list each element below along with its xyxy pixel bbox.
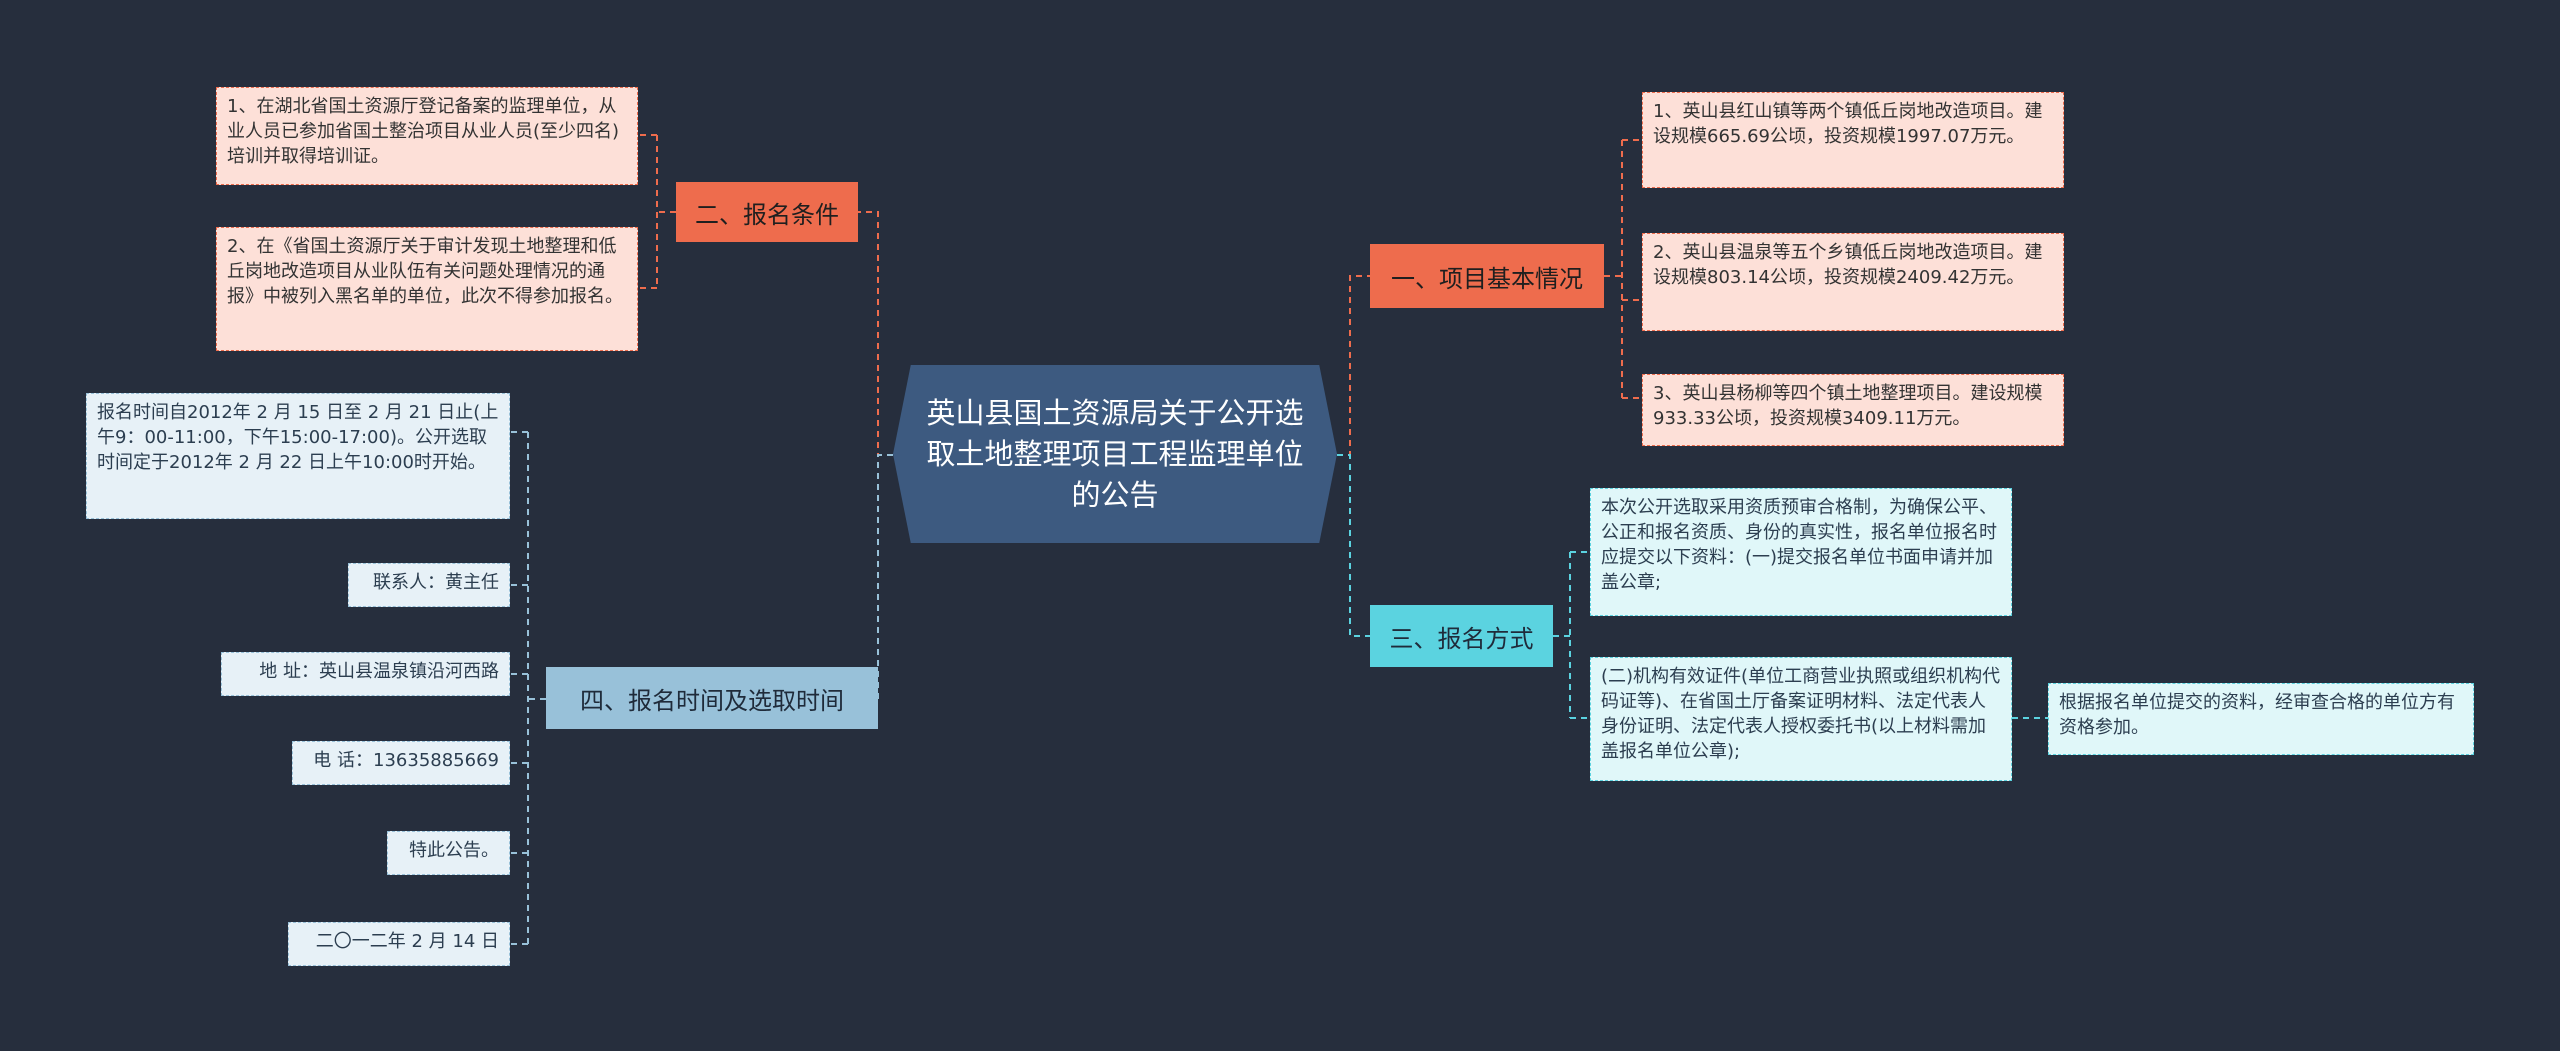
leaf-one-3[interactable]: 3、英山县杨柳等四个镇土地整理项目。建设规模933.33公顷，投资规模3409.…	[1642, 374, 2064, 446]
leaf-two-1[interactable]: 1、在湖北省国土资源厅登记备案的监理单位，从业人员已参加省国土整治项目从业人员(…	[216, 87, 638, 185]
leaf-four-3[interactable]: 地 址：英山县温泉镇沿河西路	[221, 652, 510, 696]
leaf-text: (二)机构有效证件(单位工商营业执照或组织机构代码证等)、在省国土厅备案证明材料…	[1601, 666, 2001, 762]
leaf-four-1[interactable]: 报名时间自2012年 2 月 15 日至 2 月 21 日止(上午9：00-11…	[86, 393, 510, 519]
leaf-four-2[interactable]: 联系人：黄主任	[348, 563, 510, 607]
leaf-text: 2、英山县温泉等五个乡镇低丘岗地改造项目。建设规模803.14公顷，投资规模24…	[1653, 242, 2043, 288]
branch-registration-time[interactable]: 四、报名时间及选取时间	[546, 667, 878, 729]
link-three-leaves	[1553, 551, 1590, 719]
leaf-one-2[interactable]: 2、英山县温泉等五个乡镇低丘岗地改造项目。建设规模803.14公顷，投资规模24…	[1642, 233, 2064, 331]
branch-label: 二、报名条件	[695, 200, 839, 229]
link-root-four	[877, 454, 893, 699]
leaf-text: 联系人：黄主任	[373, 572, 499, 593]
link-four-leaves	[510, 431, 546, 945]
link-two-leaves	[638, 134, 676, 289]
leaf-text: 地 址：英山县温泉镇沿河西路	[259, 661, 499, 682]
branch-label: 三、报名方式	[1389, 624, 1534, 653]
leaf-text: 电 话：13635885669	[313, 750, 499, 771]
leaf-three-2[interactable]: (二)机构有效证件(单位工商营业执照或组织机构代码证等)、在省国土厅备案证明材料…	[1590, 657, 2012, 781]
leaf-three-1[interactable]: 本次公开选取采用资质预审合格制，为确保公平、公正和报名资质、身份的真实性，报名单…	[1590, 488, 2012, 616]
leaf-three-2-1[interactable]: 根据报名单位提交的资料，经审查合格的单位方有资格参加。	[2048, 683, 2474, 755]
leaf-text: 根据报名单位提交的资料，经审查合格的单位方有资格参加。	[2059, 692, 2455, 738]
link-root-three	[1337, 454, 1370, 637]
leaf-text: 3、英山县杨柳等四个镇土地整理项目。建设规模933.33公顷，投资规模3409.…	[1653, 383, 2043, 429]
root-title: 英山县国土资源局关于公开选取土地整理项目工程监理单位的公告	[926, 395, 1304, 512]
link-root-one	[1337, 275, 1370, 456]
leaf-text: 2、在《省国土资源厅关于审计发现土地整理和低丘岗地改造项目从业队伍有关问题处理情…	[227, 236, 623, 307]
leaf-text: 1、在湖北省国土资源厅登记备案的监理单位，从业人员已参加省国土整治项目从业人员(…	[227, 96, 620, 167]
leaf-four-6[interactable]: 二〇一二年 2 月 14 日	[288, 922, 510, 966]
branch-registration-method[interactable]: 三、报名方式	[1370, 605, 1553, 667]
leaf-two-2[interactable]: 2、在《省国土资源厅关于审计发现土地整理和低丘岗地改造项目从业队伍有关问题处理情…	[216, 227, 638, 351]
branch-label: 四、报名时间及选取时间	[580, 686, 844, 715]
link-root-two	[858, 211, 893, 456]
leaf-text: 1、英山县红山镇等两个镇低丘岗地改造项目。建设规模665.69公顷，投资规模19…	[1653, 101, 2043, 147]
leaf-four-4[interactable]: 电 话：13635885669	[292, 741, 510, 785]
link-one-leaves	[1604, 139, 1642, 399]
root-topic[interactable]: 英山县国土资源局关于公开选取土地整理项目工程监理单位的公告	[893, 365, 1337, 543]
branch-project-basic-info[interactable]: 一、项目基本情况	[1370, 244, 1604, 308]
leaf-text: 报名时间自2012年 2 月 15 日至 2 月 21 日止(上午9：00-11…	[97, 402, 499, 473]
leaf-one-1[interactable]: 1、英山县红山镇等两个镇低丘岗地改造项目。建设规模665.69公顷，投资规模19…	[1642, 92, 2064, 188]
leaf-text: 特此公告。	[409, 840, 499, 861]
leaf-four-5[interactable]: 特此公告。	[387, 831, 510, 875]
branch-label: 一、项目基本情况	[1391, 264, 1583, 293]
branch-registration-conditions[interactable]: 二、报名条件	[676, 182, 858, 242]
leaf-text: 二〇一二年 2 月 14 日	[315, 931, 499, 952]
leaf-text: 本次公开选取采用资质预审合格制，为确保公平、公正和报名资质、身份的真实性，报名单…	[1601, 497, 1997, 593]
